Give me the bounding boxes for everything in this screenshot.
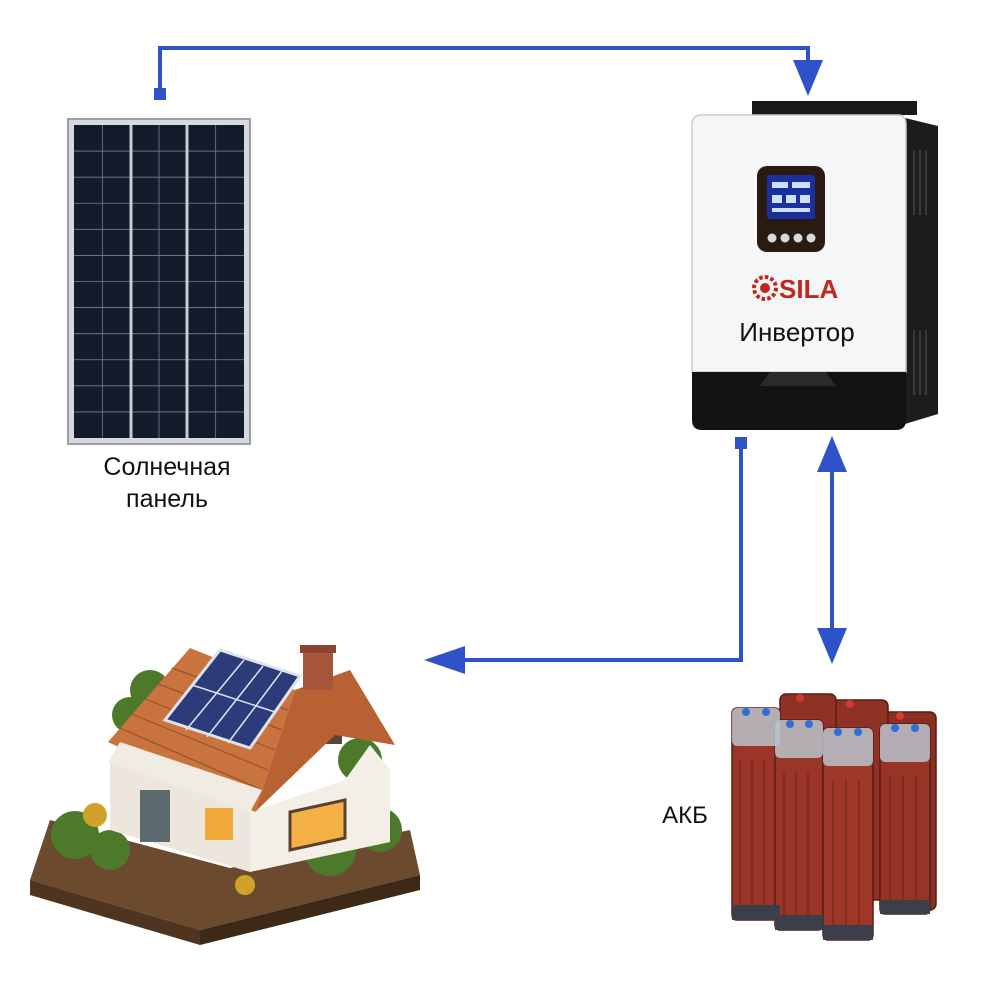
sila-logo: SILA	[752, 274, 838, 304]
arrow-solar-to-inverter	[154, 46, 823, 100]
house-icon	[30, 645, 420, 945]
battery-bank-icon	[731, 693, 937, 941]
battery-label: АКБ	[662, 802, 708, 829]
solar-panel-icon	[67, 118, 251, 445]
arrow-inverter-to-house	[424, 437, 747, 674]
solar-panel-label: Солнечная панель	[103, 453, 231, 513]
inverter-icon: SILA	[691, 101, 938, 430]
inverter-label: Инвертор	[739, 317, 855, 347]
arrow-inverter-battery	[817, 436, 847, 664]
brand-name: SILA	[779, 274, 838, 304]
